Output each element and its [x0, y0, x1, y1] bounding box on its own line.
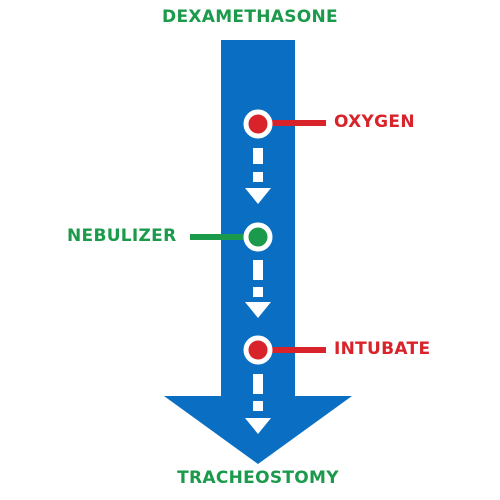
top-label: DEXAMETHASONE — [162, 7, 338, 27]
flow-dashes-1 — [245, 148, 271, 204]
nebulizer-connector — [190, 234, 250, 240]
oxygen-label: OXYGEN — [334, 112, 415, 132]
intubate-connector — [266, 347, 326, 353]
intubate-node — [243, 335, 273, 365]
flow-dashes-2 — [245, 260, 271, 318]
intubate-label: INTUBATE — [334, 339, 431, 359]
nebulizer-node — [243, 222, 273, 252]
nebulizer-label: NEBULIZER — [67, 226, 177, 246]
flow-dashes-3 — [245, 374, 271, 434]
oxygen-node — [243, 109, 273, 139]
bottom-label: TRACHEOSTOMY — [177, 468, 339, 488]
main-arrow — [164, 40, 352, 464]
oxygen-connector — [266, 120, 326, 126]
